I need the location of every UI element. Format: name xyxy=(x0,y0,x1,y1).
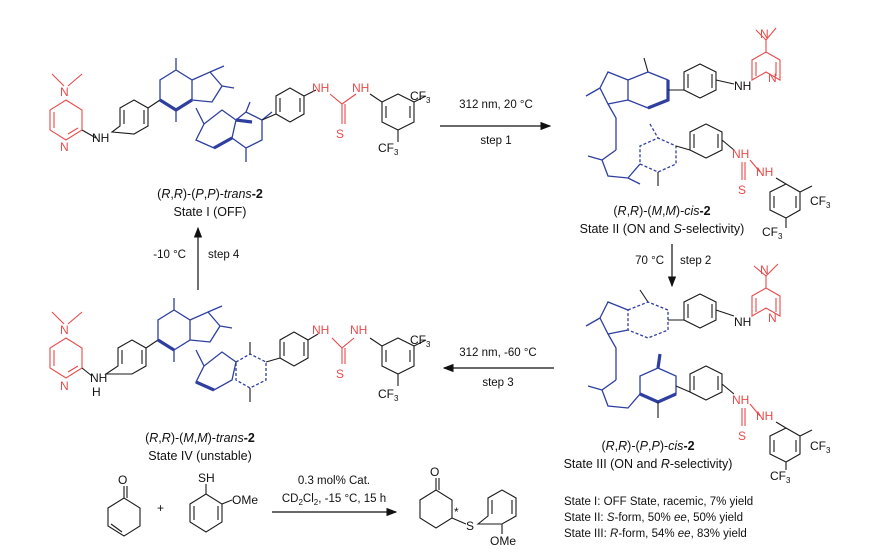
state-iii-caption: (R,R)-(P,P)-cis-2 State III (ON and R-se… xyxy=(564,439,733,471)
state-iv-thiourea-nh2: NH xyxy=(350,323,367,337)
step3-condition: 312 nm, -60 °C xyxy=(459,347,536,359)
step4-label: step 4 xyxy=(208,249,240,261)
state-iv-cf3-a: CF3 xyxy=(410,333,431,349)
product-ome: OMe xyxy=(490,534,516,548)
state-iii-nh: NH xyxy=(734,315,751,329)
thiol-ome: OMe xyxy=(232,493,258,507)
state-ii-thiourea-s: S xyxy=(738,183,746,197)
state-i-thiourea-nh1: NH xyxy=(312,81,329,95)
thiol: SH OMe xyxy=(189,471,258,533)
state-iv-cf3-b: CF3 xyxy=(378,387,399,403)
step2-label: step 2 xyxy=(680,255,711,267)
state-ii-thiourea-nh2: NH xyxy=(756,165,773,179)
state-i-label: State I (OFF) xyxy=(174,205,247,219)
state-iv-pyridine-n: N xyxy=(60,379,69,393)
state-ii-nh: NH xyxy=(734,79,751,93)
state-iv-compound: (R,R)-(M,M)-trans-2 xyxy=(145,431,255,445)
state-ii-cf3-a: CF3 xyxy=(810,194,831,210)
reaction-conditions: CD2Cl2, -15 °C, 15 h xyxy=(282,493,386,507)
state-iv-thiourea-s: S xyxy=(336,367,344,381)
result-state-ii: State II: S-form, 50% ee, 50% yield xyxy=(564,512,743,524)
product-s: S xyxy=(466,519,474,533)
state-iii-cf3-a: CF3 xyxy=(810,439,831,455)
state-i-cf3-a: CF3 xyxy=(410,89,431,105)
state-iv-h: H xyxy=(92,385,101,399)
state-i-structure: N N NH NH S NH CF3 CF3 xyxy=(49,58,431,162)
state-i-cf3-b: CF3 xyxy=(378,141,399,157)
state-ii-pyridine-n: N xyxy=(768,71,777,85)
step2-arrow: 70 °C step 2 xyxy=(635,244,711,288)
step1-arrow: 312 nm, 20 °C step 1 xyxy=(440,99,552,147)
step2-condition: 70 °C xyxy=(635,255,664,267)
state-iii-nme2-n: N xyxy=(760,263,769,277)
reaction-catalyst: 0.3 mol% Cat. xyxy=(298,475,370,487)
state-iii-thiourea-nh2: NH xyxy=(756,409,773,423)
state-iv-nme2-n: N xyxy=(60,323,69,337)
state-iii-cf3-b: CF3 xyxy=(770,469,791,485)
state-iii-thiourea-nh1: NH xyxy=(732,393,749,407)
results-block: State I: OFF State, racemic, 7% yield St… xyxy=(564,496,753,540)
reaction-arrow: 0.3 mol% Cat. CD2Cl2, -15 °C, 15 h xyxy=(272,475,398,517)
step3-arrow: 312 nm, -60 °C step 3 xyxy=(442,347,554,389)
state-ii-thiourea-nh1: NH xyxy=(732,147,749,161)
state-iv-thiourea-nh1: NH xyxy=(312,323,329,337)
step4-arrow: -10 °C step 4 xyxy=(153,226,240,290)
result-state-i: State I: OFF State, racemic, 7% yield xyxy=(564,496,753,508)
state-iii-thiourea-s: S xyxy=(738,429,746,443)
thiol-sh: SH xyxy=(198,471,215,485)
state-iv-structure: N N NH H NH S NH CF3 CF3 xyxy=(49,298,431,403)
cyclohexenone: O xyxy=(107,473,141,537)
state-iv-caption: (R,R)-(M,M)-trans-2 State IV (unstable) xyxy=(145,431,255,463)
plus-sign: + xyxy=(157,501,164,515)
step3-label: step 3 xyxy=(482,377,513,389)
state-i-pyridine-n: N xyxy=(60,140,69,154)
state-i-thiourea-s: S xyxy=(336,127,344,141)
state-iii-structure: NH N N NH S NH CF3 CF3 xyxy=(585,263,831,485)
state-ii-cf3-b: CF3 xyxy=(762,225,783,241)
state-i-caption: (R,R)-(P,P)-trans-2 State I (OFF) xyxy=(157,187,263,219)
state-i-nh: NH xyxy=(92,131,109,145)
state-i-compound: (R,R)-(P,P)-trans-2 xyxy=(157,187,263,201)
state-i-nme2-n: N xyxy=(60,85,69,99)
step1-label: step 1 xyxy=(480,135,511,147)
state-ii-structure: NH N N NH S NH CF3 CF3 xyxy=(585,27,831,241)
state-iv-nh: NH xyxy=(90,371,107,385)
state-iii-compound: (R,R)-(P,P)-cis-2 xyxy=(601,439,694,453)
result-state-iii: State III: R-form, 54% ee, 83% yield xyxy=(564,528,747,540)
step4-condition: -10 °C xyxy=(153,249,186,261)
product: O * S OMe xyxy=(419,465,517,548)
state-ii-compound: (R,R)-(M,M)-cis-2 xyxy=(613,204,710,218)
state-iii-label: State III (ON and R-selectivity) xyxy=(564,457,733,471)
state-ii-nme2-n: N xyxy=(760,27,769,41)
product-stereocenter: * xyxy=(454,505,459,519)
product-o: O xyxy=(430,465,439,479)
state-iii-pyridine-n: N xyxy=(768,311,777,325)
cyclohexenone-o: O xyxy=(118,473,127,487)
state-iv-label: State IV (unstable) xyxy=(148,449,252,463)
state-ii-label: State II (ON and S-selectivity) xyxy=(580,222,745,236)
step1-condition: 312 nm, 20 °C xyxy=(459,99,533,111)
state-ii-caption: (R,R)-(M,M)-cis-2 State II (ON and S-sel… xyxy=(580,204,745,236)
state-i-thiourea-nh2: NH xyxy=(352,81,369,95)
